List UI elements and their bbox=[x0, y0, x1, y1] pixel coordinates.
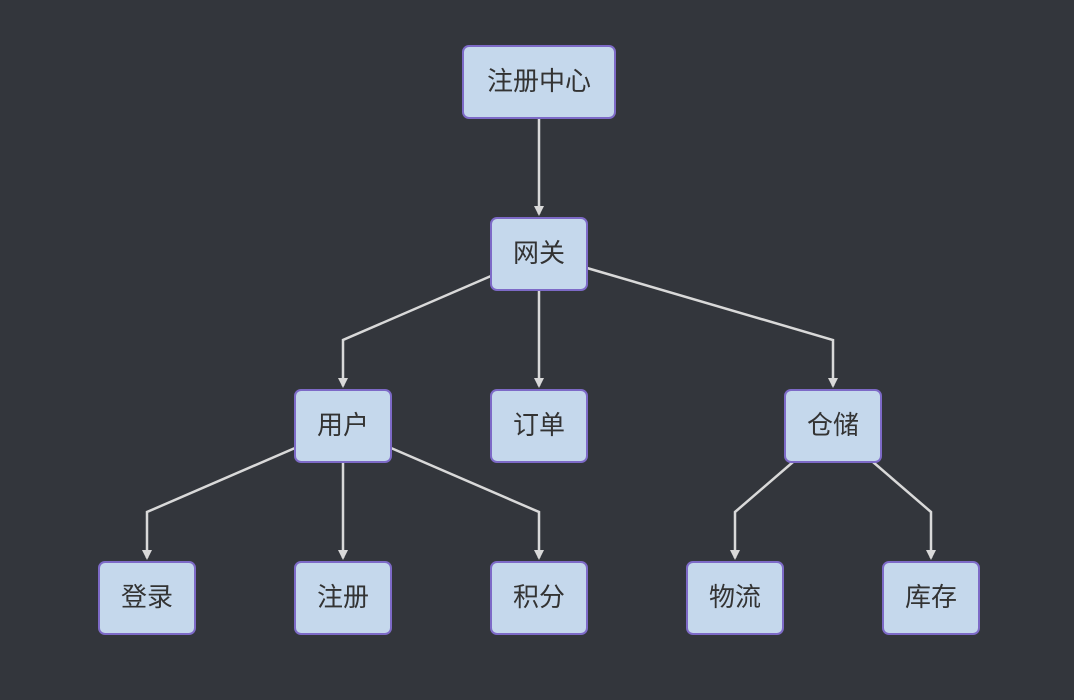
node-user[interactable]: 用户 bbox=[294, 389, 392, 463]
node-register[interactable]: 注册 bbox=[294, 561, 392, 635]
node-label: 注册中心 bbox=[487, 67, 591, 97]
node-logistics[interactable]: 物流 bbox=[686, 561, 784, 635]
node-label: 注册 bbox=[317, 583, 369, 613]
node-points[interactable]: 积分 bbox=[490, 561, 588, 635]
node-order[interactable]: 订单 bbox=[490, 389, 588, 463]
node-inventory[interactable]: 库存 bbox=[882, 561, 980, 635]
nodes: 注册中心 网关 用户 订单 仓储 登录 注册 积分 bbox=[98, 45, 980, 635]
node-gateway[interactable]: 网关 bbox=[490, 217, 588, 291]
edge-warehouse-logistics bbox=[730, 461, 794, 560]
node-label: 物流 bbox=[709, 583, 761, 613]
node-registry[interactable]: 注册中心 bbox=[462, 45, 616, 119]
edge-warehouse-inventory bbox=[872, 461, 936, 560]
node-label: 网关 bbox=[513, 239, 565, 269]
node-label: 仓储 bbox=[807, 411, 859, 441]
edges bbox=[142, 118, 936, 560]
edge-gateway-user bbox=[338, 274, 492, 388]
node-warehouse[interactable]: 仓储 bbox=[784, 389, 882, 463]
node-label: 订单 bbox=[513, 411, 565, 441]
node-label: 积分 bbox=[513, 583, 565, 613]
edge-gateway-warehouse bbox=[586, 266, 838, 388]
edge-user-login bbox=[142, 446, 296, 560]
node-label: 库存 bbox=[905, 583, 957, 613]
node-login[interactable]: 登录 bbox=[98, 561, 196, 635]
node-label: 登录 bbox=[121, 583, 173, 613]
node-label: 用户 bbox=[317, 411, 369, 441]
edge-user-points bbox=[390, 446, 544, 560]
